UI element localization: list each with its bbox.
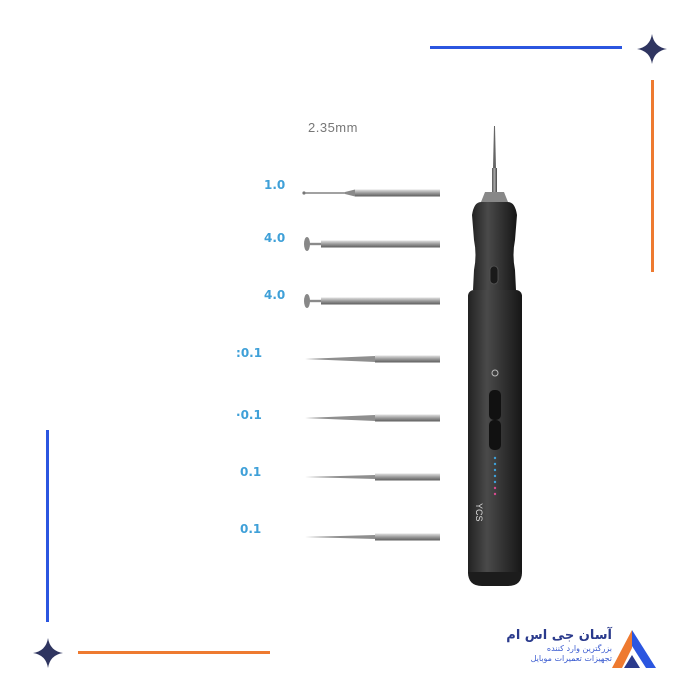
brand-tagline-2: تجهیزات تعمیرات موبایل <box>530 654 612 663</box>
disc-bit-image-1 <box>304 237 440 251</box>
bottom-left-star-icon <box>33 638 63 668</box>
brand-block: آسان جی اس ام بزرگترین وارد کننده تجهیزا… <box>506 628 612 663</box>
needle-bit-image-1 <box>305 355 440 363</box>
top-right-star-icon <box>637 34 667 64</box>
bit-label-4: 0.1: <box>236 346 263 360</box>
right-orange-line <box>651 80 654 272</box>
bit-label-5: 0.1· <box>236 408 262 422</box>
left-blue-line <box>46 430 49 622</box>
needle-bit-image-4 <box>305 533 440 541</box>
bit-label-3: 4.0 <box>264 288 286 302</box>
device-model-text: YCS <box>474 503 484 522</box>
bottom-orange-line <box>78 651 270 654</box>
needle-bit-image-3 <box>305 473 440 481</box>
brand-tagline-1: بزرگترین وارد کننده <box>546 644 612 653</box>
top-size-label: 2.35mm <box>308 120 358 135</box>
brand-name: آسان جی اس ام <box>506 628 612 643</box>
disc-bit-image-2 <box>304 294 440 308</box>
engraving-pen-image <box>468 126 522 586</box>
brand-logo-icon <box>612 630 656 668</box>
bit-label-7: 0.1 <box>240 522 262 536</box>
bit-label-6: 0.1 <box>240 465 262 479</box>
ball-bit-image <box>302 189 440 197</box>
needle-bit-image-2 <box>305 414 440 422</box>
top-blue-line <box>430 46 622 49</box>
bit-label-2: 4.0 <box>264 231 286 245</box>
bit-label-1: 1.0 <box>264 178 286 192</box>
